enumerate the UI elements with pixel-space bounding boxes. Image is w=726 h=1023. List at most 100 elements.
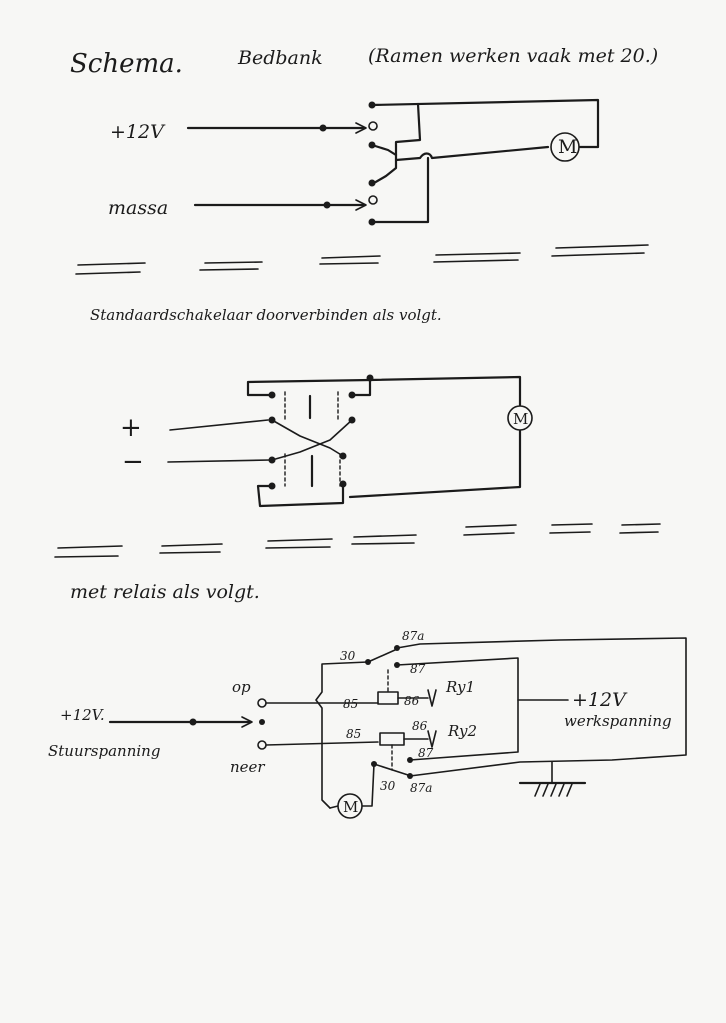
r1-pin-87a: 87a xyxy=(402,629,424,643)
ground-hatch-stroke xyxy=(566,783,573,797)
r2-pin-85: 85 xyxy=(346,727,361,741)
separator-stroke xyxy=(57,545,123,549)
coil2-ground-mark xyxy=(427,730,437,748)
separator-2 xyxy=(54,523,661,558)
ground-hatch xyxy=(534,783,573,797)
separator-stroke xyxy=(353,534,417,538)
switch-contact xyxy=(368,195,378,205)
motor-symbol xyxy=(550,132,580,162)
r2-pin-87: 87 xyxy=(418,746,434,760)
wire-bottom-link xyxy=(256,482,345,508)
relay-2-label: Ry2 xyxy=(447,722,477,740)
wire-87-supply-bus xyxy=(396,657,519,761)
separator-stroke xyxy=(433,259,519,263)
separator-stroke xyxy=(551,523,593,526)
selector-contact-neer xyxy=(257,740,267,750)
separator-stroke xyxy=(199,268,259,271)
separator-stroke xyxy=(161,543,223,547)
r1-switch-blade xyxy=(367,649,396,663)
wire-top-loop xyxy=(246,375,522,407)
wire-to-motor xyxy=(394,145,550,162)
diagram-1-basic-switch: +12V massa M xyxy=(108,98,600,226)
ground-hatch-stroke xyxy=(542,783,549,797)
relay-1-coil xyxy=(377,691,399,705)
note-text: (Ramen werken vaak met 20.) xyxy=(368,45,658,67)
ground-hatch-stroke xyxy=(550,783,557,797)
wire-left-bus xyxy=(315,661,369,809)
massa-label: massa xyxy=(108,197,168,219)
plus-12v-label: +12V xyxy=(110,121,166,143)
selector-contact-op xyxy=(257,698,267,708)
coil1-ground-mark xyxy=(427,689,437,707)
motor-label: M xyxy=(343,798,358,816)
wire-top-link xyxy=(350,376,372,397)
wire-plus xyxy=(169,419,269,431)
selector-common xyxy=(259,719,265,725)
caption-relay: met relais als volgt. xyxy=(70,581,260,603)
separator-stroke xyxy=(621,523,661,526)
separator-stroke xyxy=(54,555,119,558)
subject-text: Bedbank xyxy=(237,47,323,69)
separator-stroke xyxy=(549,531,591,534)
motor-label: M xyxy=(558,136,577,158)
r2-switch-blade xyxy=(373,763,409,776)
ground-hatch-stroke xyxy=(558,783,565,797)
plus-label: + xyxy=(120,413,142,443)
caption-standard-switch: Standaardschakelaar doorverbinden als vo… xyxy=(90,306,442,324)
separator-stroke xyxy=(265,546,331,549)
junction-dot xyxy=(323,201,331,209)
separator-stroke xyxy=(435,252,521,256)
werkspanning-label: werkspanning xyxy=(564,712,672,730)
wire-87a-ground-loop xyxy=(396,637,687,777)
diagram-2-standard-switch: + − M xyxy=(120,374,533,508)
ground-hatch-stroke xyxy=(534,783,541,797)
relay-1-label: Ry1 xyxy=(445,678,475,696)
plus-12v-input-label: +12V. xyxy=(60,706,105,724)
minus-label: − xyxy=(122,447,144,477)
r1-pin-86: 86 xyxy=(404,694,420,708)
r2-pin-87a: 87a xyxy=(410,781,432,795)
r1-pin-30: 30 xyxy=(340,649,356,663)
junction-dot xyxy=(189,718,197,726)
arrow-massa xyxy=(355,199,367,211)
separator-stroke xyxy=(619,531,659,534)
separator-stroke xyxy=(551,252,645,257)
switch-contact xyxy=(368,121,378,131)
separator-1 xyxy=(75,244,649,275)
stuurspanning-label: Stuurspanning xyxy=(48,742,160,760)
wire-contact xyxy=(370,143,398,157)
diagram-3-relay-circuit: +12V. Stuurspanning op neer 30 87a 87 85… xyxy=(48,629,687,819)
separator-stroke xyxy=(75,271,141,275)
separator-stroke xyxy=(321,255,381,259)
r1-pin-85: 85 xyxy=(343,697,358,711)
motor-symbol xyxy=(337,793,363,819)
r2-pin-86: 86 xyxy=(412,719,428,733)
op-label: op xyxy=(232,678,251,696)
relay-2-coil xyxy=(379,732,405,746)
neer-label: neer xyxy=(230,758,265,776)
separator-stroke xyxy=(267,538,333,542)
arrow-plus12v xyxy=(355,122,367,134)
wire-bottom xyxy=(370,156,430,224)
separator-stroke xyxy=(159,551,221,554)
title-text: Schema. xyxy=(70,49,183,79)
wire-cross-a xyxy=(372,102,422,185)
wire-r2-30-to-motor xyxy=(361,763,375,807)
r2-pin-30: 30 xyxy=(380,779,396,793)
r1-pin-87: 87 xyxy=(410,662,426,676)
switch-contact xyxy=(368,179,376,187)
separator-stroke xyxy=(351,542,415,545)
plus-12v-supply-label: +12V xyxy=(572,689,628,711)
wire-cross-1 xyxy=(271,419,344,457)
wire-cross-2 xyxy=(271,419,353,461)
wire-top-loop xyxy=(370,98,600,149)
motor-symbol xyxy=(507,405,533,431)
separator-stroke xyxy=(465,524,517,528)
wire-minus xyxy=(167,459,271,463)
separator-stroke xyxy=(555,244,649,249)
separator-stroke xyxy=(204,261,263,264)
junction-dot xyxy=(319,124,327,132)
wire-motor-left xyxy=(329,805,339,809)
